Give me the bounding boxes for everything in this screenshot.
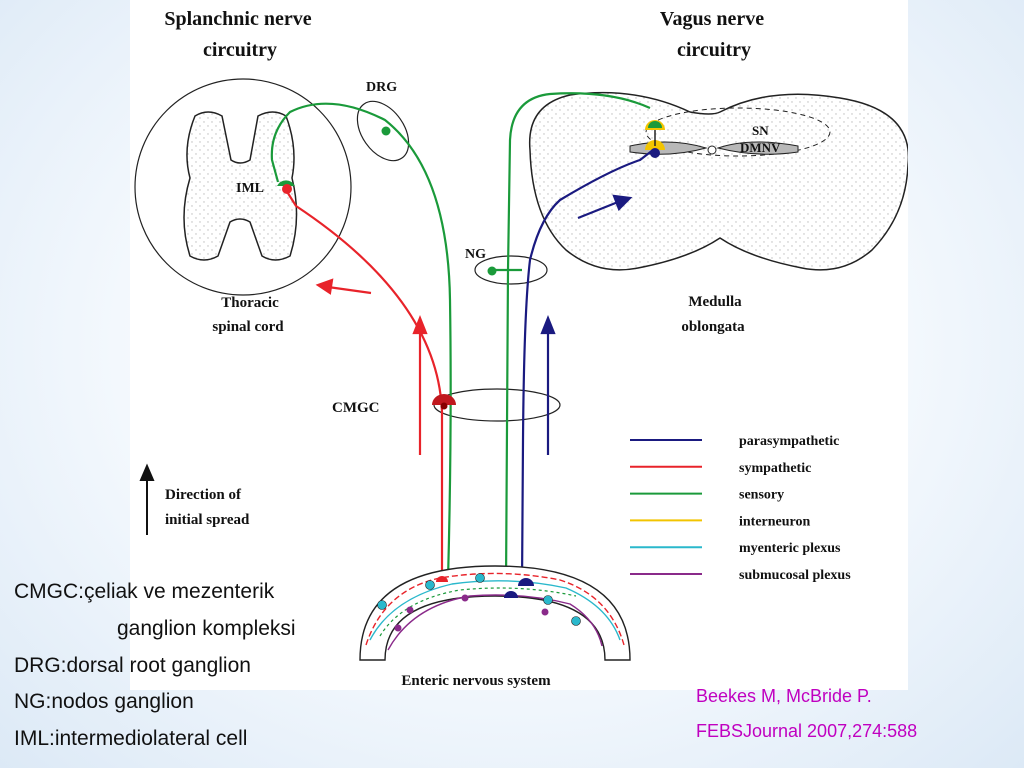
legend-label: sympathetic (739, 461, 811, 476)
title-left-line1: Splanchnic nerve (164, 8, 311, 30)
dmnv-right (716, 141, 799, 155)
sn-label: SN (752, 123, 769, 138)
legend-label: myenteric plexus (739, 541, 841, 556)
legend: parasympathetic sympathetic sensory interne… (630, 434, 851, 583)
ng-label: NG (465, 247, 486, 262)
iml-cell-green (277, 180, 295, 186)
sympathetic-arrows (315, 278, 428, 455)
drg-label: DRG (366, 80, 397, 95)
thoracic-spinal-cord (134, 78, 352, 296)
direction-label-line1: Direction of (165, 487, 242, 503)
title-left-line2: circuitry (203, 39, 277, 61)
enteric-label: Enteric nervous system (401, 673, 551, 689)
cmgc-cell (432, 394, 456, 405)
parasympathetic-arrows (540, 194, 633, 455)
abbr-iml: IML:intermediolateral cell (14, 727, 248, 750)
medulla-oblongata (528, 91, 908, 271)
abbr-cmgc-line2: ganglion kompleksi (117, 617, 296, 640)
iml-cell-red (282, 184, 292, 194)
direction-arrow (139, 463, 155, 535)
iml-label: IML (236, 181, 264, 196)
legend-label: interneuron (739, 514, 811, 529)
dmnv-cell-blue (650, 148, 660, 158)
title-right-line1: Vagus nerve (660, 8, 764, 30)
sn-cell-green (648, 121, 662, 128)
thoracic-label-line1: Thoracic (221, 295, 279, 311)
citation-line1: Beekes M, McBride P. (696, 686, 872, 706)
ng-cell (487, 266, 497, 276)
legend-label: parasympathetic (739, 434, 839, 449)
cmgc-label: CMGC (332, 400, 380, 416)
medulla-label-line1: Medulla (688, 294, 742, 310)
abbr-drg: DRG:dorsal root ganglion (14, 654, 251, 677)
abbr-ng: NG:nodos ganglion (14, 690, 194, 713)
parasympathetic-pathway (520, 149, 654, 587)
enteric-nervous-system (359, 565, 631, 661)
legend-label: submucosal plexus (739, 568, 851, 583)
sn-region (645, 107, 831, 157)
thoracic-label-line2: spinal cord (212, 319, 284, 335)
citation-line2: FEBSJournal 2007,274:588 (696, 721, 918, 741)
abbr-cmgc-line1: CMGC:çeliak ve mezenterik (14, 580, 275, 603)
drg-cell (381, 126, 391, 136)
dmnv-label: DMNV (740, 140, 781, 155)
title-right-line2: circuitry (677, 39, 751, 61)
medulla-label-line2: oblongata (681, 319, 745, 335)
direction-label-line2: initial spread (165, 512, 250, 528)
pathway-diagram: Splanchnic nerve circuitry Vagus nerve c… (130, 0, 908, 690)
legend-label: sensory (739, 488, 784, 503)
